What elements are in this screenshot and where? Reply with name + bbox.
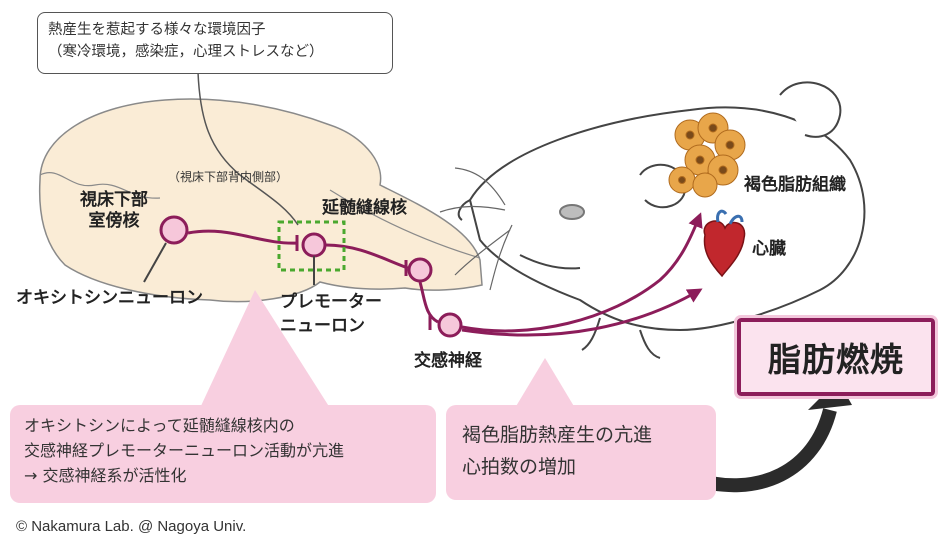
brain-fold [39, 172, 161, 199]
callout-left-line-1: オキシトシンによって延髄縫線核内の [24, 416, 295, 435]
sympathetic-label: 交感神経 [414, 351, 482, 371]
environment-line-1: 熱産生を惹起する様々な環境因子 [48, 22, 266, 38]
premotor-label-line-2: ニューロン [280, 316, 365, 336]
heart-label: 心臓 [752, 239, 786, 259]
callout-right-pointer [515, 358, 575, 408]
brainstem [329, 189, 481, 259]
whiskers [439, 167, 513, 291]
dmh-label: （視床下部背内側部） [168, 170, 289, 184]
oxytocin-pointer [143, 242, 167, 283]
callout-left-line-3: → 交感神経系が活性化 [24, 466, 187, 485]
callout-oxytocin-effect: オキシトシンによって延髄縫線核内の 交感神経プレモーターニューロン活動が亢進 →… [10, 405, 436, 503]
callout-left-pointer [200, 290, 330, 408]
bat-label: 褐色脂肪組織 [744, 175, 846, 195]
fat-burning-result: 脂肪燃焼 [734, 315, 938, 399]
callout-left-line-2: 交感神経プレモーターニューロン活動が亢進 [24, 441, 345, 460]
pvn-label-line-2: 室傍核 [88, 211, 140, 231]
oxytocin-neuron-label: オキシトシンニューロン [16, 288, 203, 308]
environment-factors-box: 熱産生を惹起する様々な環境因子 （寒冷環境，感染症，心理ストレスなど） [37, 12, 393, 74]
premotor-label: プレモーター ニューロン [280, 290, 382, 338]
pvn-label-line-1: 視床下部 [80, 190, 148, 210]
rmr-label: 延髄縫線核 [322, 198, 407, 218]
neuron-premotor [301, 232, 327, 258]
premotor-label-line-1: プレモーター [280, 292, 382, 312]
callout-right-line-1: 褐色脂肪熱産生の亢進 [462, 424, 653, 446]
neuron-pvn [159, 215, 189, 245]
neuron-rmr [407, 257, 433, 283]
premotor-highlight [277, 220, 346, 272]
env-connector [197, 71, 299, 226]
brain-outline [38, 98, 483, 303]
copyright-credit: © Nakamura Lab. @ Nagoya Univ. [16, 518, 247, 535]
neural-pathway [187, 212, 703, 337]
callout-thermogenesis: 褐色脂肪熱産生の亢進 心拍数の増加 [446, 405, 716, 500]
environment-line-2: （寒冷環境，感染症，心理ストレスなど） [48, 44, 324, 60]
neuron-sympathetic [437, 312, 463, 338]
pvn-label: 視床下部 室傍核 [80, 190, 148, 232]
synapse-bars [295, 235, 432, 330]
callout-right-line-2: 心拍数の増加 [462, 456, 577, 478]
bat-cluster [668, 112, 746, 198]
mouse [457, 81, 866, 359]
heart-illustration [703, 209, 746, 278]
